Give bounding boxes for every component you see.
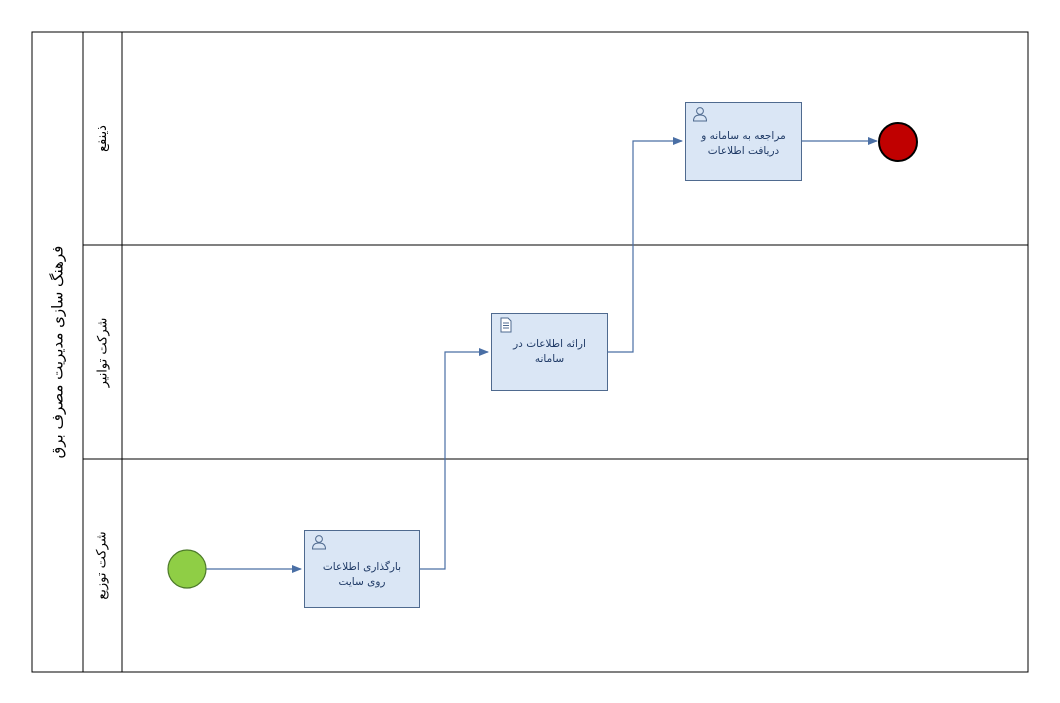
task-upload-info[interactable]: بارگذاری اطلاعات روی سایت — [304, 530, 420, 608]
pool-title-area: فرهنگ سازی مدیریت مصرف برق — [32, 32, 83, 672]
task-receive-info-label: مراجعه به سامانه و دریافت اطلاعات — [701, 129, 786, 157]
pool-title: فرهنگ سازی مدیریت مصرف برق — [48, 245, 67, 459]
flow-upload-to-present — [420, 348, 489, 570]
lane-header-distribution: شرکت توزیع — [83, 459, 122, 672]
lane-header-stakeholder: ذینفع — [83, 32, 122, 245]
task-upload-info-label: بارگذاری اطلاعات روی سایت — [322, 561, 402, 588]
task-present-info-label: ارائه اطلاعات در سامانه — [513, 338, 586, 365]
flow-present-to-review — [608, 137, 683, 353]
document-icon — [500, 317, 512, 333]
task-receive-info[interactable]: مراجعه به سامانه و دریافت اطلاعات — [685, 102, 802, 181]
lane-header-tavanir: شرکت توانیر — [83, 245, 122, 459]
start-event — [167, 549, 207, 589]
pool-frame — [31, 31, 1029, 673]
lane-label-stakeholder: ذینفع — [94, 125, 110, 152]
lane-label-distribution: شرکت توزیع — [95, 531, 110, 600]
user-icon — [311, 535, 327, 550]
end-event — [878, 122, 918, 162]
user-icon — [692, 107, 708, 122]
lane-label-tavanir: شرکت توانیر — [95, 317, 110, 387]
task-present-info[interactable]: ارائه اطلاعات در سامانه — [491, 313, 608, 391]
